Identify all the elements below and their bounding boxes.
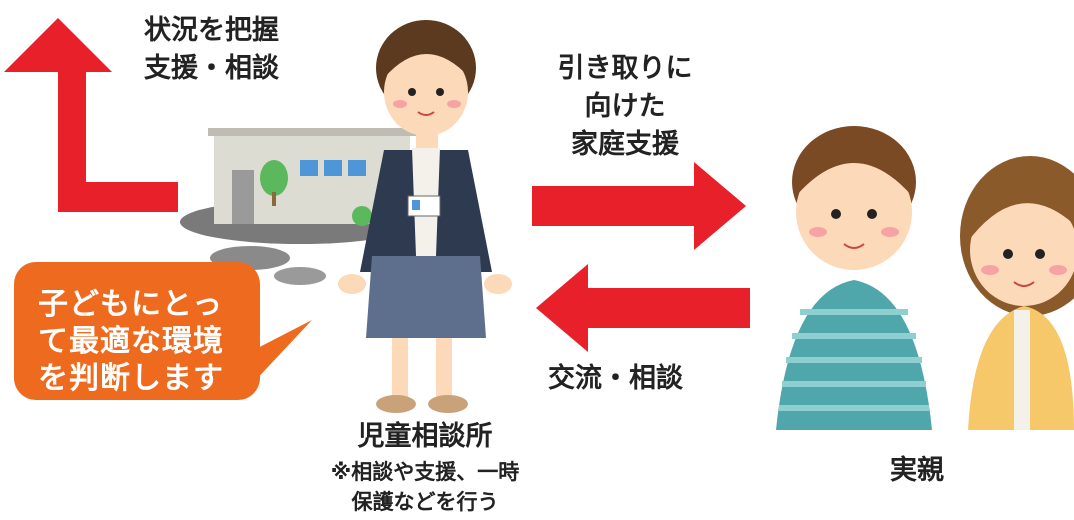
center-title: 児童相談所 — [357, 421, 493, 452]
bubble-line2: て最適な環境 — [38, 324, 224, 359]
situation-label-line2: 支援・相談 — [144, 53, 279, 84]
center-note-line2: 保護などを行う — [351, 490, 499, 514]
pickup-label-line3: 家庭支援 — [571, 129, 679, 160]
up-arrow — [4, 18, 178, 212]
situation-label-line1: 状況を把握 — [144, 15, 279, 46]
left-arrow — [536, 264, 750, 352]
center-note-line1: ※相談や支援、一時 — [330, 460, 520, 484]
exchange-label: 交流・相談 — [548, 363, 683, 394]
pickup-label-line1: 引き取りに — [557, 53, 693, 84]
parents-label: 実親 — [890, 455, 944, 486]
right-arrow — [532, 162, 746, 250]
bubble-line1: 子どもにとっ — [38, 287, 224, 322]
building-illustration — [180, 128, 420, 285]
mother-figure — [960, 156, 1074, 430]
bubble-line3: を判断します — [38, 361, 224, 396]
speech-bubble — [14, 262, 312, 400]
pickup-label-line2: 向けた — [584, 91, 666, 122]
staff-woman-figure — [338, 20, 512, 413]
bubble-text: 子どもにとっ て最適な環境 を判断します — [38, 286, 268, 397]
boy-figure — [776, 126, 932, 430]
